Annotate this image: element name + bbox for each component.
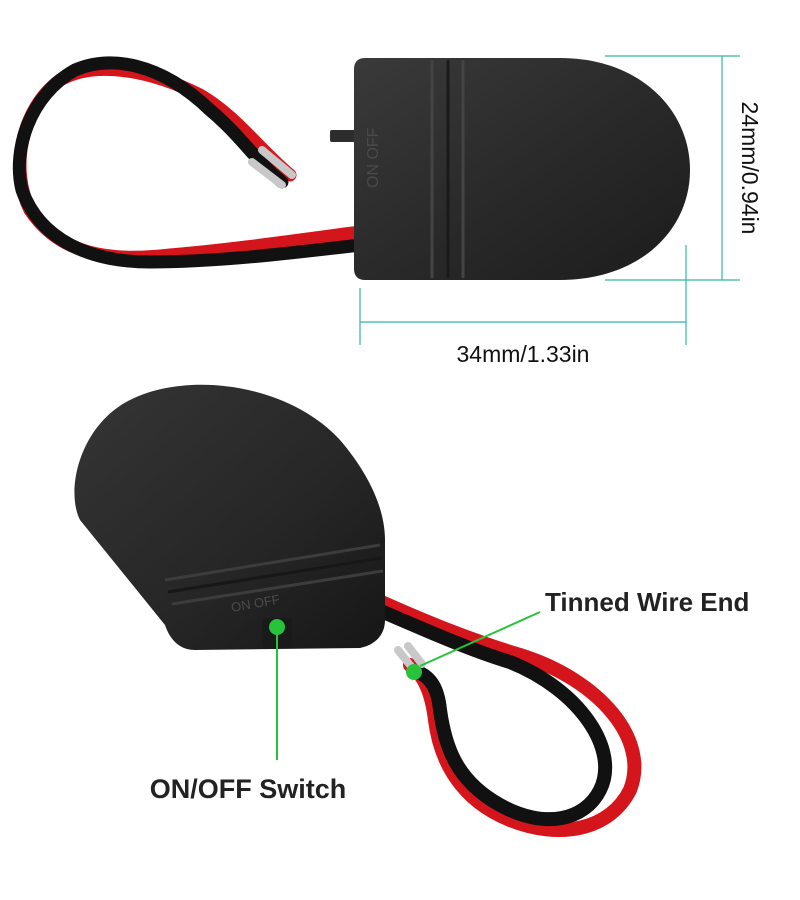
bottom-view-ridge	[171, 569, 384, 606]
bottom-view-body	[74, 384, 386, 650]
dimension-lines	[359, 55, 740, 345]
switch-callout-label: ON/OFF Switch	[150, 774, 347, 804]
bottom-view-holder: ON OFF	[74, 384, 642, 837]
bottom-view-wires	[348, 583, 642, 837]
top-view-wires	[12, 56, 367, 269]
wire-end-marker	[406, 664, 422, 680]
bottom-view-ridge	[164, 543, 381, 582]
switch-marker	[269, 619, 285, 635]
bottom-view-ridge	[167, 556, 383, 594]
switch-callout	[269, 619, 285, 760]
top-view-holder: ON OFF	[12, 56, 690, 280]
top-view-switch-engraving: ON OFF	[365, 127, 382, 188]
top-view-body	[354, 58, 690, 280]
wire-end-callout-label: Tinned Wire End	[545, 587, 749, 617]
height-dimension-label: 24mm/0.94in	[737, 102, 763, 235]
top-view-switch-tab	[330, 130, 360, 142]
width-dimension-label: 34mm/1.33in	[457, 341, 590, 367]
wire-end-callout	[406, 611, 541, 680]
